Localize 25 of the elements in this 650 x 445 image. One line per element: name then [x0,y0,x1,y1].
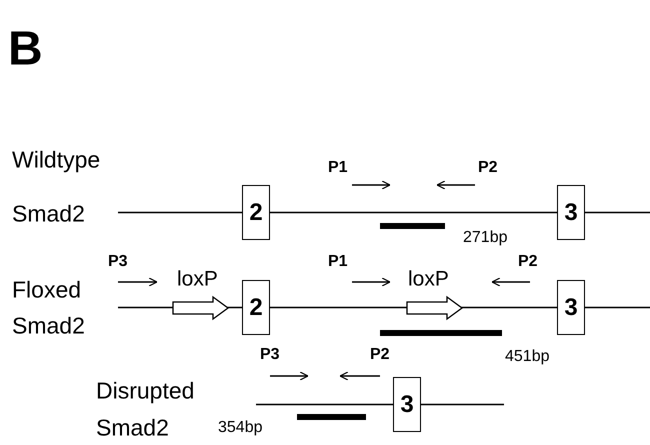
exon-box: 3 [393,377,421,432]
allele-label: Smad2 [96,415,169,441]
site-label: loxP [408,267,449,291]
allele-label: Floxed [12,277,82,303]
allele-label: Smad2 [12,201,85,227]
exon-box: 2 [242,185,270,240]
gene-line [270,212,557,214]
primer-label: P2 [478,159,498,177]
primer-label: P2 [518,253,538,271]
primer-label: P3 [260,346,280,364]
product-size-label: 354bp [218,419,262,437]
allele-label: Wildtype [12,147,100,173]
exon-box: 3 [557,185,585,240]
primer-label: P2 [370,346,390,364]
product-size-label: 271bp [463,229,508,247]
primer-label: P1 [328,159,348,177]
site-label: loxP [177,267,218,291]
panel-letter: B [8,24,43,76]
product-size-label: 451bp [505,348,550,366]
allele-label: Smad2 [12,313,85,339]
allele-label: Disrupted [96,378,194,404]
exon-box: 3 [557,280,585,335]
exon-box: 2 [242,280,270,335]
primer-label: P1 [328,253,348,271]
primer-label: P3 [108,253,128,271]
